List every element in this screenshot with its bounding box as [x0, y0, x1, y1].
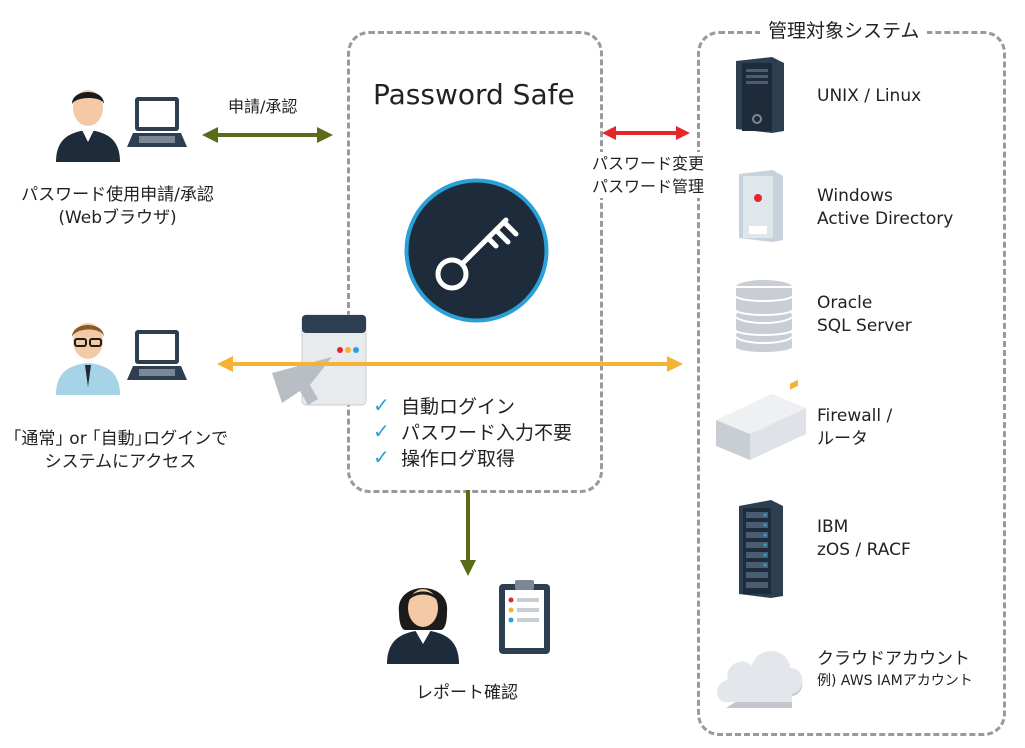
cursor-icon — [272, 357, 332, 405]
system-label-cloud: クラウドアカウント 例) AWS IAMアカウント — [817, 649, 973, 689]
approval-arrow — [202, 127, 333, 143]
report-arrow — [460, 490, 476, 576]
feature-item: ✓操作ログ取得 — [373, 445, 516, 470]
check-icon: ✓ — [373, 419, 390, 443]
laptop-icon — [127, 97, 187, 147]
system-label-database: Oracle SQL Server — [817, 293, 912, 336]
approval-caption: パスワード使用申請/承認 (Webブラウザ) — [21, 185, 214, 228]
system-label-firewall: Firewall / ルータ — [817, 406, 893, 449]
feature-item: ✓自動ログイン — [373, 393, 516, 418]
approver-user-icon — [56, 90, 120, 162]
password-safe-title: Password Safe — [373, 78, 575, 111]
feature-item: ✓パスワード入力不要 — [373, 419, 573, 444]
windows-pc-icon — [739, 170, 783, 242]
password-management-label: パスワード変更 パスワード管理 — [588, 152, 708, 198]
clipboard-icon — [499, 580, 550, 654]
system-label-unix: UNIX / Linux — [817, 86, 922, 106]
system-label-windows: Windows Active Directory — [817, 186, 954, 229]
key-icon — [404, 178, 549, 323]
report-caption: レポート確認 — [416, 683, 518, 703]
check-icon: ✓ — [373, 445, 390, 469]
check-icon: ✓ — [373, 393, 390, 417]
managed-systems-box — [697, 31, 1006, 736]
access-arrow — [217, 356, 683, 372]
feature-list: ✓自動ログイン ✓パスワード入力不要 ✓操作ログ取得 — [373, 392, 572, 470]
rack-server-icon — [739, 500, 783, 598]
reviewer-user-icon — [387, 588, 459, 664]
password-management-arrow — [602, 126, 690, 140]
managed-systems-title: 管理対象システム — [760, 20, 928, 43]
router-icon — [716, 379, 806, 460]
tower-server-icon — [736, 57, 784, 133]
approval-arrow-label: 申請/承認 — [228, 97, 298, 116]
password-safe-box — [347, 31, 603, 493]
access-user-icon — [56, 323, 120, 395]
system-label-ibm: IBM zOS / RACF — [817, 517, 911, 560]
browser-window-icon — [301, 314, 367, 406]
laptop-icon — [127, 330, 187, 380]
access-caption: ｢通常｣ or ｢自動｣ログインで システムにアクセス — [12, 429, 229, 472]
cloud-icon — [717, 651, 803, 708]
database-icon — [734, 278, 794, 354]
